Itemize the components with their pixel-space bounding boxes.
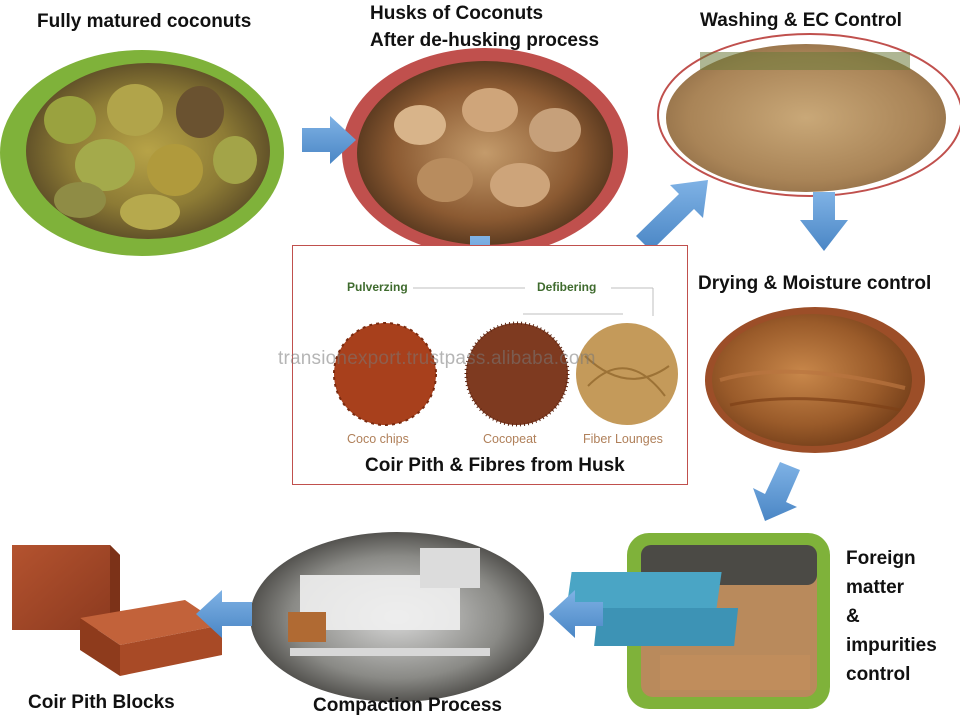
arrow-right-1 <box>302 116 356 164</box>
foreign-label-1: Foreign <box>846 548 916 569</box>
defibering-label: Defibering <box>537 280 597 294</box>
drying-label: Drying & Moisture control <box>698 273 932 294</box>
sieve-image <box>565 533 830 709</box>
compaction-image <box>250 532 544 702</box>
drying-image <box>705 307 925 453</box>
husks-label-line1: Husks of Coconuts <box>370 3 544 24</box>
arrow-down-washing <box>800 192 848 251</box>
foreign-label-2: matter <box>846 577 905 598</box>
watermark-text: transionexport.trustpass.alibaba.com <box>278 348 596 369</box>
coco-chips-image <box>334 323 436 425</box>
pulverizing-label: Pulverzing <box>347 280 408 294</box>
coconuts-label: Fully matured coconuts <box>37 11 252 32</box>
washing-label: Washing & EC Control <box>700 10 902 31</box>
coconuts-image <box>0 50 284 256</box>
cocopeat-caption: Cocopeat <box>483 432 537 446</box>
arrow-up-right <box>636 180 708 251</box>
foreign-label-5: control <box>846 664 911 685</box>
arrow-left-3 <box>196 590 252 638</box>
inset-panel: Pulverzing Defibering Coco chips Cocopea… <box>292 245 688 485</box>
washing-image <box>657 33 960 197</box>
husks-label-line2: After de-husking process <box>370 30 600 51</box>
inset-title: Coir Pith & Fibres from Husk <box>365 455 625 476</box>
foreign-label-3: & <box>846 606 860 627</box>
arrow-down-left-drying <box>753 462 800 521</box>
fiber-caption: Fiber Lounges <box>583 432 663 446</box>
inset-graphics <box>333 287 678 427</box>
cocopeat-image <box>466 323 568 425</box>
coco-chips-caption: Coco chips <box>347 432 409 446</box>
arrow-left-2 <box>549 590 603 638</box>
compaction-label: Compaction Process <box>313 695 502 716</box>
blocks-label: Coir Pith Blocks <box>28 692 175 713</box>
coir-blocks-image <box>12 545 222 676</box>
fiber-image <box>576 323 678 425</box>
foreign-label-4: impurities <box>846 635 937 656</box>
husks-image <box>342 48 628 256</box>
